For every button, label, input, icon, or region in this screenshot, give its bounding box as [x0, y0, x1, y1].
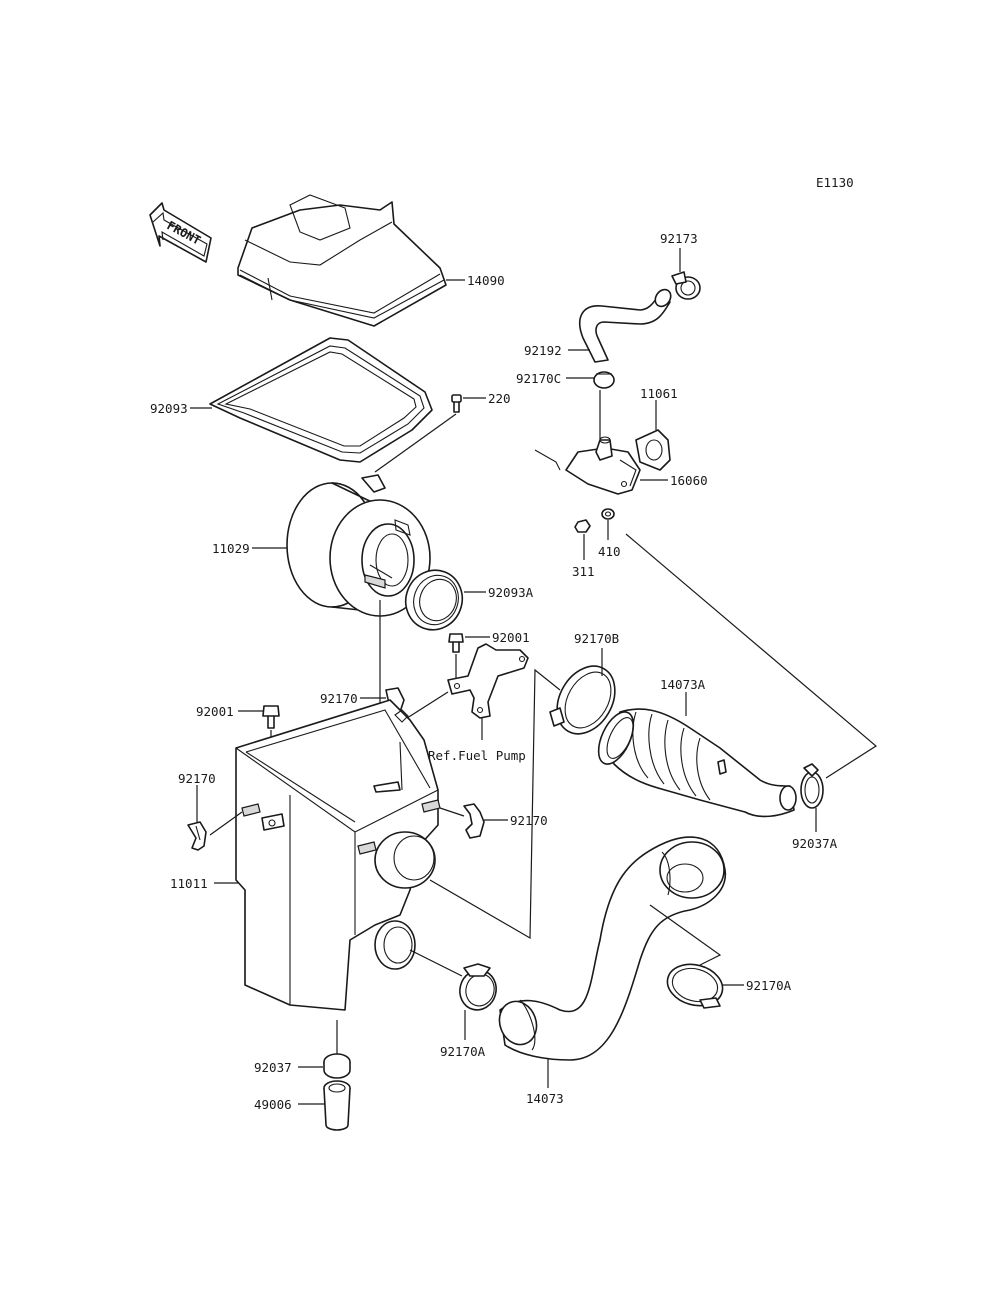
- label-14090: 14090: [467, 273, 505, 288]
- intake-boot-14073A: [597, 708, 797, 818]
- label-11029: 11029: [212, 541, 250, 556]
- clip-92170-right: [463, 803, 485, 839]
- clamp-92173: [671, 271, 701, 300]
- label-14073A: 14073A: [660, 677, 706, 692]
- intake-duct-14073: [498, 836, 727, 1061]
- label-311: 311: [572, 564, 595, 579]
- drain-tube-49006: [323, 1080, 351, 1131]
- clamp-92037: [323, 1053, 351, 1079]
- label-92093: 92093: [150, 401, 188, 416]
- label-410: 410: [598, 544, 621, 559]
- clamp-92170A-right: [666, 963, 724, 1009]
- air-filter-element: [286, 474, 431, 617]
- front-arrow-icon: FRONT: [149, 202, 212, 263]
- label-49006: 49006: [254, 1097, 292, 1112]
- washer-410: [601, 508, 615, 520]
- screw-220: [451, 394, 462, 413]
- ref-fuel-pump: Ref.Fuel Pump: [428, 748, 526, 763]
- label-11061: 11061: [640, 386, 678, 401]
- label-92093A: 92093A: [488, 585, 534, 600]
- clamp-92170B: [549, 665, 616, 735]
- label-92192: 92192: [524, 343, 562, 358]
- fuel-pump-bracket: [447, 643, 529, 719]
- label-92170A-right: 92170A: [746, 978, 792, 993]
- label-220: 220: [488, 391, 511, 406]
- label-92170C: 92170C: [516, 371, 561, 386]
- nut-311: [574, 519, 591, 533]
- air-cleaner-gasket: [209, 337, 433, 463]
- gasket-11061: [635, 429, 671, 471]
- label-92170-top: 92170: [320, 691, 358, 706]
- air-cleaner-cover: [237, 194, 447, 327]
- label-92001-top: 92001: [492, 630, 530, 645]
- seal-ring-92093A: [404, 569, 464, 631]
- clamp-92037A: [800, 763, 824, 809]
- label-92001-left: 92001: [196, 704, 234, 719]
- label-92170A-left: 92170A: [440, 1044, 486, 1059]
- label-92170-left: 92170: [178, 771, 216, 786]
- diagram-code: E1130: [816, 175, 854, 190]
- label-92037: 92037: [254, 1060, 292, 1075]
- label-14073: 14073: [526, 1091, 564, 1106]
- intake-joint-16060: [534, 436, 641, 495]
- label-92037A: 92037A: [792, 836, 838, 851]
- label-11011: 11011: [170, 876, 208, 891]
- clip-92170-left: [187, 821, 207, 851]
- label-92170-right: 92170: [510, 813, 548, 828]
- bolt-92001-left: [262, 705, 280, 729]
- label-92173: 92173: [660, 231, 698, 246]
- clamp-92170A-left: [459, 963, 497, 1011]
- label-92170B: 92170B: [574, 631, 619, 646]
- air-cleaner-case: [235, 699, 441, 1011]
- hose-92192: [578, 288, 672, 363]
- bolt-92001-top: [448, 633, 464, 653]
- label-16060: 16060: [670, 473, 708, 488]
- clamp-92170C: [593, 371, 615, 389]
